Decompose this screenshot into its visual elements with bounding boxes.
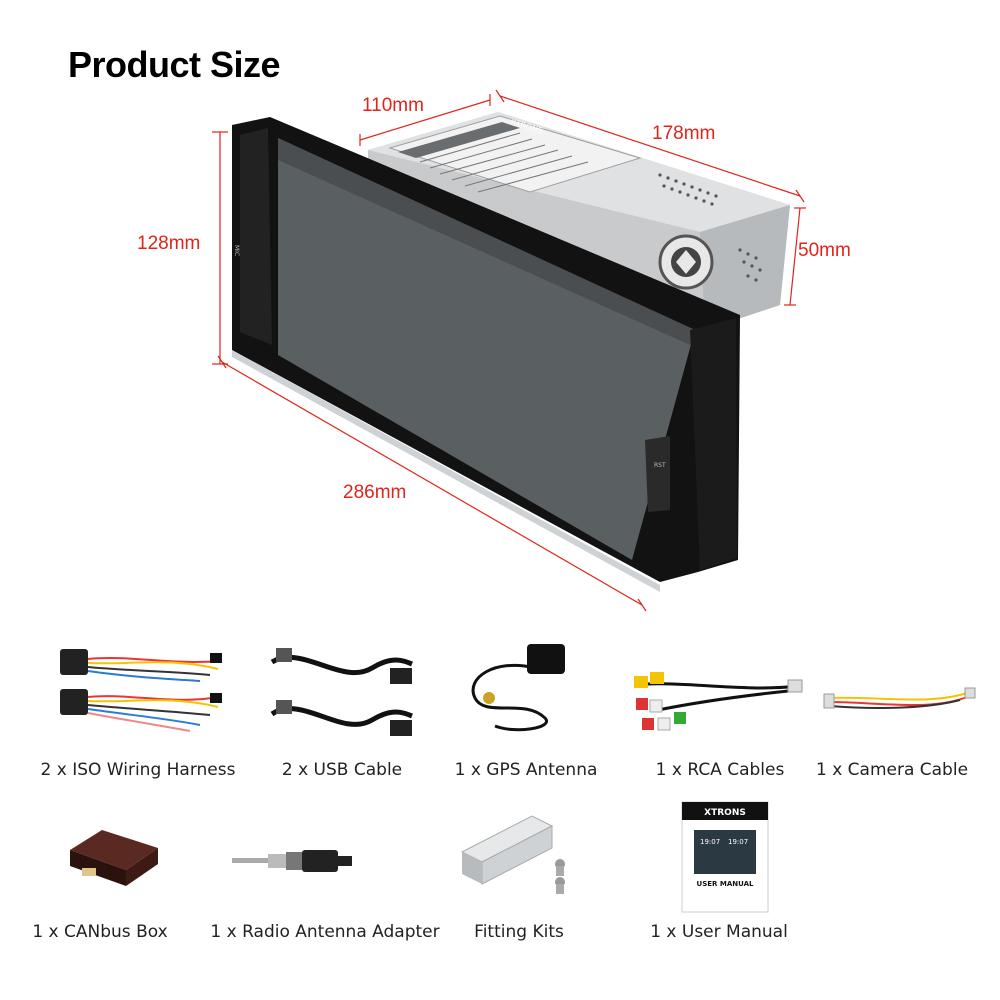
caption-gps-antenna: 1 x GPS Antenna xyxy=(454,760,598,780)
rca-cables-icon xyxy=(634,672,803,731)
dimension-chassis-height-label: 50mm xyxy=(798,240,851,261)
manual-clock-a: 19:07 xyxy=(700,838,720,846)
caption-fitting-kits: Fitting Kits xyxy=(474,922,564,942)
caption-usb-cable: 2 x USB Cable xyxy=(281,760,403,780)
canbus-box-icon xyxy=(70,830,158,886)
front-bezel: RST MIC xyxy=(232,117,740,592)
camera-cable-icon xyxy=(823,687,976,709)
user-manual-icon: XTRONS 19:07 19:07 USER MANUAL xyxy=(681,801,769,913)
caption-camera-cable: 1 x Camera Cable xyxy=(815,760,969,780)
wiring-harness-icon xyxy=(60,649,222,732)
caption-canbus-box: 1 x CANbus Box xyxy=(32,922,168,942)
usb-cable-icon xyxy=(270,648,413,736)
manual-brand: XTRONS xyxy=(704,808,746,818)
dimension-length-label: 178mm xyxy=(652,123,716,144)
head-unit-illustration: XTRONS RST MIC xyxy=(212,89,806,612)
dimension-depth-label: 110mm xyxy=(362,95,424,116)
caption-rca-cables: 1 x RCA Cables xyxy=(655,760,785,780)
rst-label: RST xyxy=(654,462,666,469)
mic-label: MIC xyxy=(233,245,240,256)
manual-clock-b: 19:07 xyxy=(728,838,748,846)
dimension-height-label: 128mm xyxy=(137,233,201,254)
caption-user-manual: 1 x User Manual xyxy=(650,922,788,942)
fitting-kit-icon xyxy=(460,815,565,894)
caption-radio-antenna-adapter: 1 x Radio Antenna Adapter xyxy=(210,922,440,942)
page-title: Product Size xyxy=(68,44,281,85)
dimension-width-label: 286mm xyxy=(343,482,407,503)
chassis: XTRONS xyxy=(368,112,790,330)
dimension-lines xyxy=(212,89,806,612)
caption-iso-wiring-harness: 2 x ISO Wiring Harness xyxy=(40,760,236,780)
manual-title: USER MANUAL xyxy=(697,880,754,888)
radio-antenna-adapter-icon xyxy=(232,850,352,872)
gps-antenna-icon xyxy=(471,644,565,732)
